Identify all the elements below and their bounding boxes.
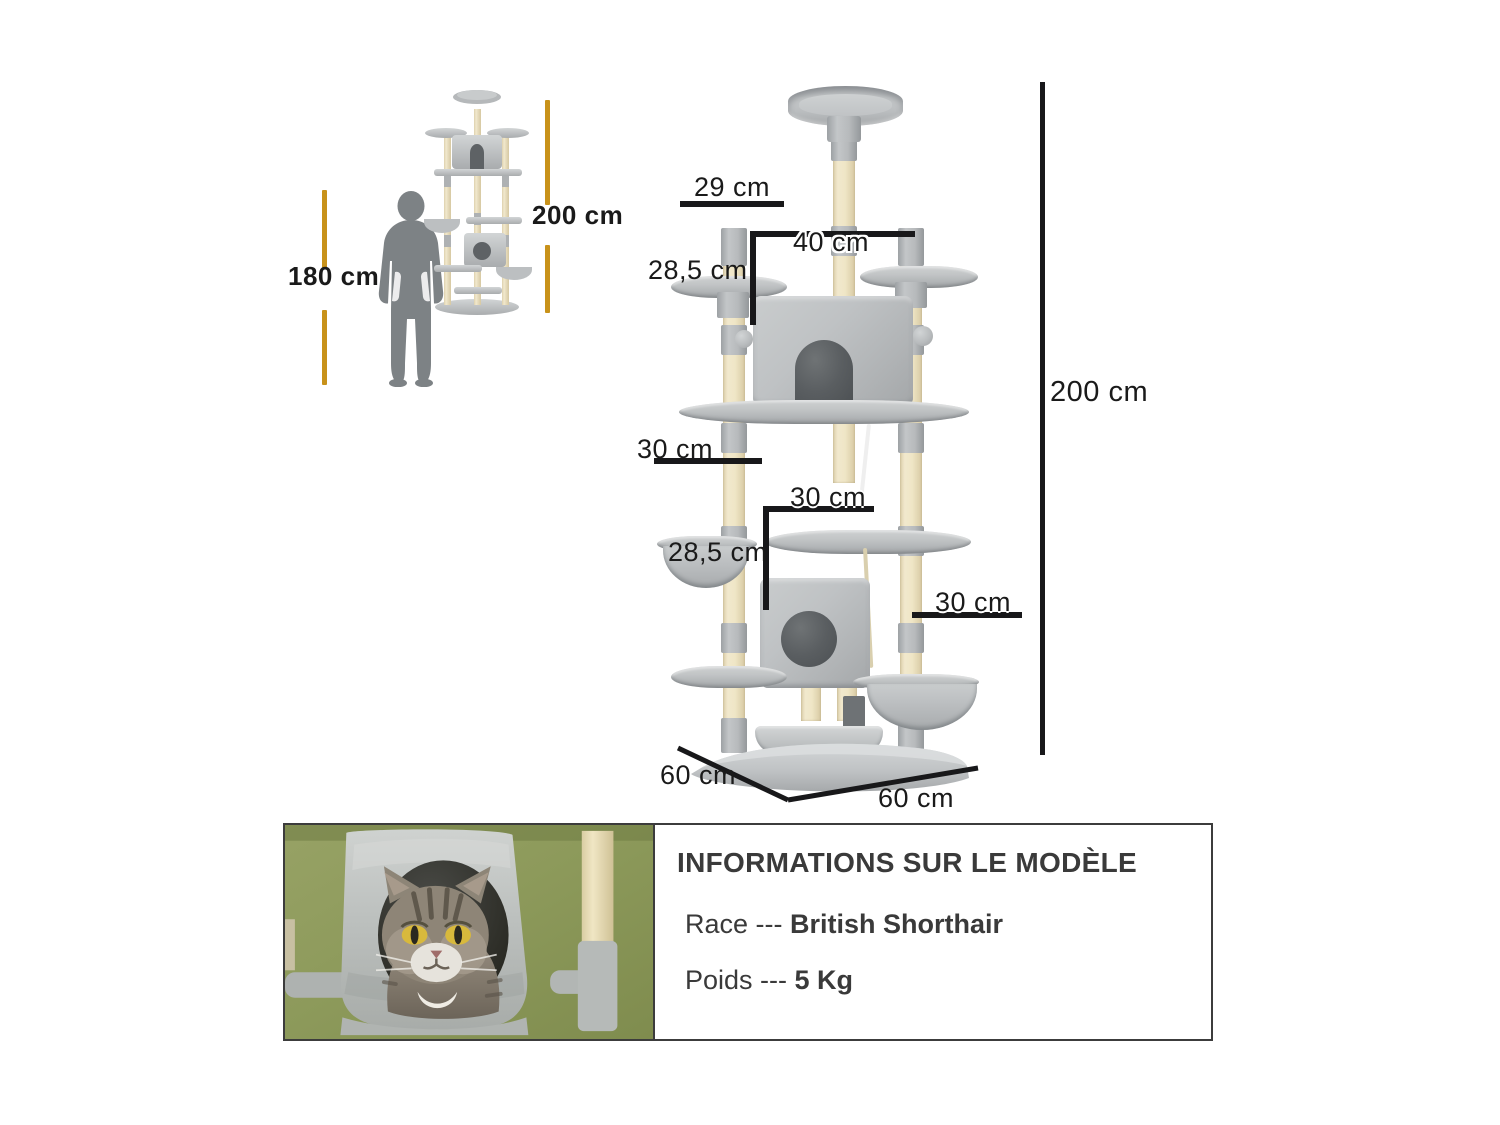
info-row-race: Race --- British Shorthair [685,909,1003,940]
shelf-main-upper [679,400,969,424]
mini-cat-tree [420,83,535,315]
post-left-collar-1 [721,228,747,266]
dimline-top-shelf-width [680,201,784,207]
dimlabel-overall-height: 200 cm [1050,376,1149,408]
dimline-upper-condo-width [753,231,915,237]
post-dark-stub [843,696,865,728]
shelf-right-upper [860,266,978,288]
post-left [723,228,745,753]
dimlabel-upper-condo-height: 28,5 cm [648,255,748,285]
dimlabel-lower-basket-width: 30 cm [935,587,1012,617]
person-silhouette [370,191,452,388]
post-right-collar-5 [898,623,924,653]
dimline-lower-condo-height [763,506,769,610]
shelf-lower-left [671,666,787,688]
scale-bar-right-lower [545,245,550,313]
pompom-right-upper [913,326,933,346]
dimline-lower-condo-width [766,506,874,512]
top-cradle-inner [799,94,892,116]
post-left-collar-5 [721,623,747,653]
basket-right-bowl [867,684,977,730]
shelf-left-upper-stem [717,292,749,318]
dimlabel-base-width: 60 cm [878,783,955,813]
top-perch-stem [827,116,861,142]
dimline-overall-height [1040,82,1045,755]
dimlabel-top-shelf-width: 29 cm [694,172,771,202]
info-row-race-key: Race --- [685,909,783,939]
info-row-poids-key: Poids --- [685,965,788,995]
lower-condo-entrance [781,611,837,667]
dimlabel-upper-basket-width: 30 cm [637,434,714,464]
cat-in-condo-photo [283,823,655,1041]
dimlabel-upper-condo-width: 40 cm [793,227,870,257]
scale-bar-left-upper [322,190,327,268]
post-right-collar-3 [898,423,924,453]
model-information-panel: INFORMATIONS SUR LE MODÈLE Race --- Brit… [653,823,1213,1041]
dimlabel-lower-condo-height: 28,5 cm [668,537,768,567]
height-comparison-inset: 180 cm [280,75,650,388]
person-height-label: 180 cm [288,261,380,291]
tree-height-inset-label: 200 cm [532,200,624,230]
base-perspective-dimensions [660,740,990,810]
dimline-upper-condo-height [750,231,756,325]
info-panel-title: INFORMATIONS SUR LE MODÈLE [677,847,1137,878]
scale-bar-left-lower [322,310,327,385]
upper-condo-entrance [795,340,853,406]
post-left-collar-3 [721,423,747,453]
shelf-mid [765,530,971,554]
info-row-poids-value: 5 Kg [794,965,854,995]
dimlabel-lower-condo-width: 30 cm [790,482,867,512]
info-row-race-value: British Shorthair [790,909,1004,939]
post-left-collar-6 [721,718,747,753]
dimline-lower-basket-width [912,612,1022,618]
dimlabel-base-depth: 60 cm [660,760,737,790]
info-row-poids: Poids --- 5 Kg [685,965,853,996]
pompom-left-upper [735,330,753,348]
dimline-upper-basket-width [654,458,762,464]
scale-bar-right-upper [545,100,550,205]
shelf-left-upper [671,276,787,298]
